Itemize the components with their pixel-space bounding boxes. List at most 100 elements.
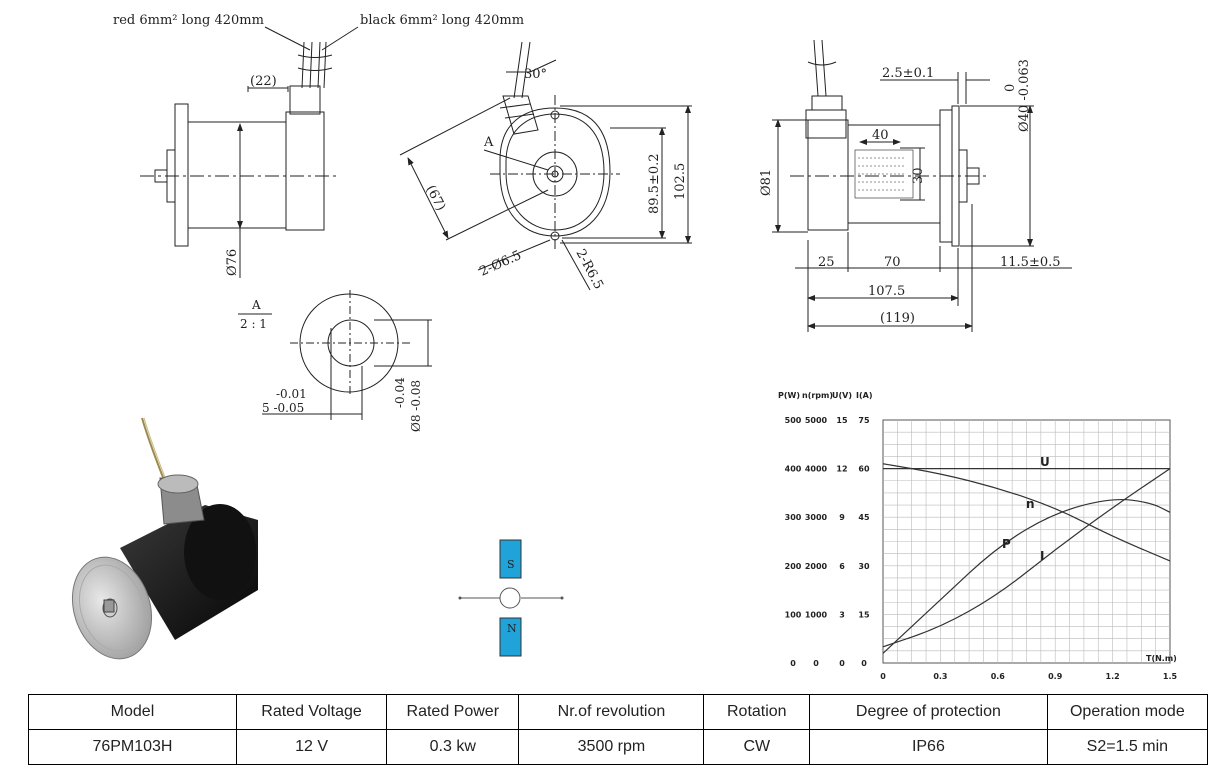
- x-tick: 1.5: [1163, 672, 1178, 681]
- dim-119: (119): [880, 311, 915, 326]
- side-view: red 6mm² long 420mm black 6mm² long 420m…: [113, 13, 524, 278]
- magnet-diagram: S N: [458, 539, 564, 657]
- holes-label: 2-Ø6.5: [478, 248, 524, 280]
- magnet-s-label: S: [507, 558, 515, 571]
- y-tick-U: 0: [839, 659, 845, 668]
- x-tick: 0.6: [991, 672, 1006, 681]
- x-tick: 0: [880, 672, 886, 681]
- series-line-n: [882, 463, 1171, 562]
- chart-grid: [882, 419, 1171, 664]
- dim-30: 30: [911, 167, 926, 184]
- y-tick-P: 0: [790, 659, 796, 668]
- dim-22: (22): [250, 74, 277, 89]
- y-tick-U: 6: [839, 562, 845, 571]
- x-tick: 0.3: [933, 672, 947, 681]
- series-label-U: U: [1040, 455, 1050, 469]
- dim-d81: Ø81: [759, 169, 774, 196]
- header-i: I(A): [856, 391, 872, 400]
- motor-3d-illustration: [71, 417, 258, 660]
- col-rated-voltage: Rated Voltage: [235, 694, 388, 730]
- dim-67: (67): [422, 183, 448, 214]
- dim-107-5: 107.5: [868, 284, 905, 299]
- dim-70: 70: [884, 255, 901, 270]
- y-tick-I: 0: [861, 659, 867, 668]
- y-tick-P: 500: [785, 416, 802, 425]
- header-p: P(W): [778, 391, 800, 400]
- y-tick-I: 45: [858, 513, 870, 522]
- detail-scale: 2 : 1: [240, 317, 267, 331]
- label-a: A: [483, 135, 494, 150]
- chart-axis-headers: P(W) n(rpm) U(V) I(A): [778, 391, 872, 400]
- col-operation-mode: Operation mode: [1046, 694, 1208, 730]
- magnet-n-label: N: [507, 622, 517, 635]
- y-tick-n: 4000: [805, 465, 828, 474]
- series-line-P: [882, 498, 1171, 654]
- val-protection: IP66: [809, 729, 1048, 765]
- val-model: 76PM103H: [28, 729, 237, 765]
- dim-40: 40: [872, 128, 889, 143]
- radius-label: 2-R6.5: [572, 247, 605, 292]
- y-tick-I: 60: [858, 465, 870, 474]
- y-tick-U: 12: [836, 465, 847, 474]
- series-label-n: n: [1026, 497, 1035, 511]
- series-line-I: [882, 468, 1171, 648]
- y-tick-I: 30: [858, 562, 870, 571]
- dim-d76: Ø76: [225, 249, 240, 276]
- spec-table: Model Rated Voltage Rated Power Nr.of re…: [28, 694, 1208, 765]
- y-tick-I: 15: [858, 610, 870, 619]
- key-tol-bottom: 5 -0.05: [262, 401, 304, 415]
- y-tick-n: 5000: [805, 416, 828, 425]
- red-wire-label: red 6mm² long 420mm: [113, 13, 264, 28]
- tol-d40: Ø40 -0.063: [1017, 59, 1032, 132]
- header-u: U(V): [832, 391, 852, 400]
- y-tick-I: 75: [858, 416, 870, 425]
- col-rated-power: Rated Power: [386, 694, 520, 730]
- key-tol-top: -0.01: [276, 387, 307, 401]
- dim-11-5: 11.5±0.5: [1000, 255, 1061, 270]
- val-rated-power: 0.3 kw: [386, 729, 520, 765]
- black-wire-label: black 6mm² long 420mm: [360, 13, 524, 28]
- y-tick-n: 0: [813, 659, 819, 668]
- header-n: n(rpm): [802, 391, 833, 400]
- spec-header-row: Model Rated Voltage Rated Power Nr.of re…: [28, 694, 1208, 730]
- val-revolution: 3500 rpm: [518, 729, 705, 765]
- val-rated-voltage: 12 V: [235, 729, 388, 765]
- front-view: 30° A (67) 89.5±0.2 102.5 2-Ø6.5 2-R6.5: [399, 41, 692, 292]
- y-tick-U: 3: [839, 610, 845, 619]
- col-protection: Degree of protection: [809, 694, 1048, 730]
- y-tick-P: 300: [785, 513, 802, 522]
- col-revolution: Nr.of revolution: [518, 694, 705, 730]
- detail-a: A 2 : 1 -0.04 Ø8 -0.08 -0.01 5 -0.05: [238, 290, 432, 432]
- y-tick-U: 9: [839, 513, 845, 522]
- series-label-I: I: [1040, 549, 1044, 563]
- chart-series: UnP I: [882, 455, 1171, 654]
- magnet-n-pole: [499, 617, 522, 657]
- val-operation-mode: S2=1.5 min: [1046, 729, 1208, 765]
- dim-2-5: 2.5±0.1: [882, 66, 934, 81]
- magnet-s-pole: [499, 539, 522, 579]
- angle-30: 30°: [524, 67, 547, 82]
- col-rotation: Rotation: [703, 694, 811, 730]
- right-view: 40 30 Ø81 2.5±0.1 0 Ø40 -0.063 25 70 11.…: [759, 39, 1072, 332]
- y-tick-n: 1000: [805, 610, 828, 619]
- y-tick-n: 2000: [805, 562, 828, 571]
- y-tick-P: 400: [785, 465, 802, 474]
- y-tick-P: 100: [785, 610, 802, 619]
- val-rotation: CW: [703, 729, 811, 765]
- y-tick-P: 200: [785, 562, 802, 571]
- x-axis-label: T(N.m): [1146, 654, 1177, 663]
- y-tick-n: 3000: [805, 513, 828, 522]
- detail-label: A: [251, 298, 261, 312]
- x-tick: 1.2: [1106, 672, 1120, 681]
- dim-89-5: 89.5±0.2: [647, 153, 662, 214]
- dim-25: 25: [818, 255, 835, 270]
- shaft-tol-top: -0.04: [393, 377, 407, 408]
- spec-value-row: 76PM103H 12 V 0.3 kw 3500 rpm CW IP66 S2…: [28, 729, 1208, 765]
- tol-top: 0: [1003, 84, 1018, 92]
- shaft-tol-bottom: Ø8 -0.08: [409, 380, 423, 432]
- series-label-P: P: [1002, 537, 1011, 551]
